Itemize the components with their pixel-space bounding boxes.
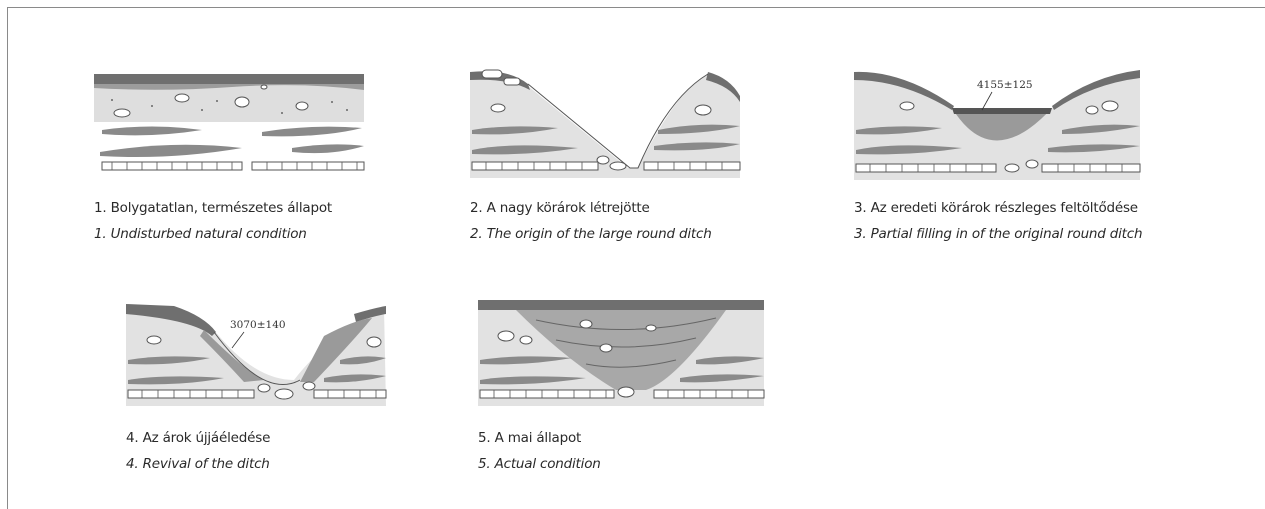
ditch-origin-illustration <box>468 68 748 178</box>
caption-english: 3. Partial filling in of the original ro… <box>854 226 1142 242</box>
caption-english: 5. Actual condition <box>478 456 601 472</box>
actual-condition-illustration <box>476 300 766 406</box>
caption-english: 4. Revival of the ditch <box>126 456 270 472</box>
panel-2: 2. A nagy körárok létrejötte 2. The orig… <box>468 68 768 248</box>
panel-5: 5. A mai állapot 5. Actual condition <box>476 300 776 480</box>
caption-hungarian: 5. A mai állapot <box>478 430 581 446</box>
partial-filling-illustration: 4155±125 <box>852 68 1142 180</box>
undisturbed-profile-illustration <box>92 68 372 178</box>
caption-hungarian: 1. Bolygatatlan, természetes állapot <box>94 200 332 216</box>
radiocarbon-date-label: 4155±125 <box>977 79 1033 91</box>
radiocarbon-date-label: 3070±140 <box>230 319 286 331</box>
caption-hungarian: 4. Az árok újjáéledése <box>126 430 270 446</box>
caption-hungarian: 3. Az eredeti körárok részleges feltöltő… <box>854 200 1138 216</box>
caption-english: 1. Undisturbed natural condition <box>94 226 307 242</box>
panel-3: 4155±125 3. Az eredeti körárok részleges… <box>852 68 1232 248</box>
caption-english: 2. The origin of the large round ditch <box>470 226 712 242</box>
ditch-revival-illustration: 3070±140 <box>124 300 394 406</box>
panel-4: 3070±140 4. Az árok újjáéledése 4. Reviv… <box>124 300 424 480</box>
caption-hungarian: 2. A nagy körárok létrejötte <box>470 200 650 216</box>
panel-1: 1. Bolygatatlan, természetes állapot 1. … <box>92 68 392 248</box>
